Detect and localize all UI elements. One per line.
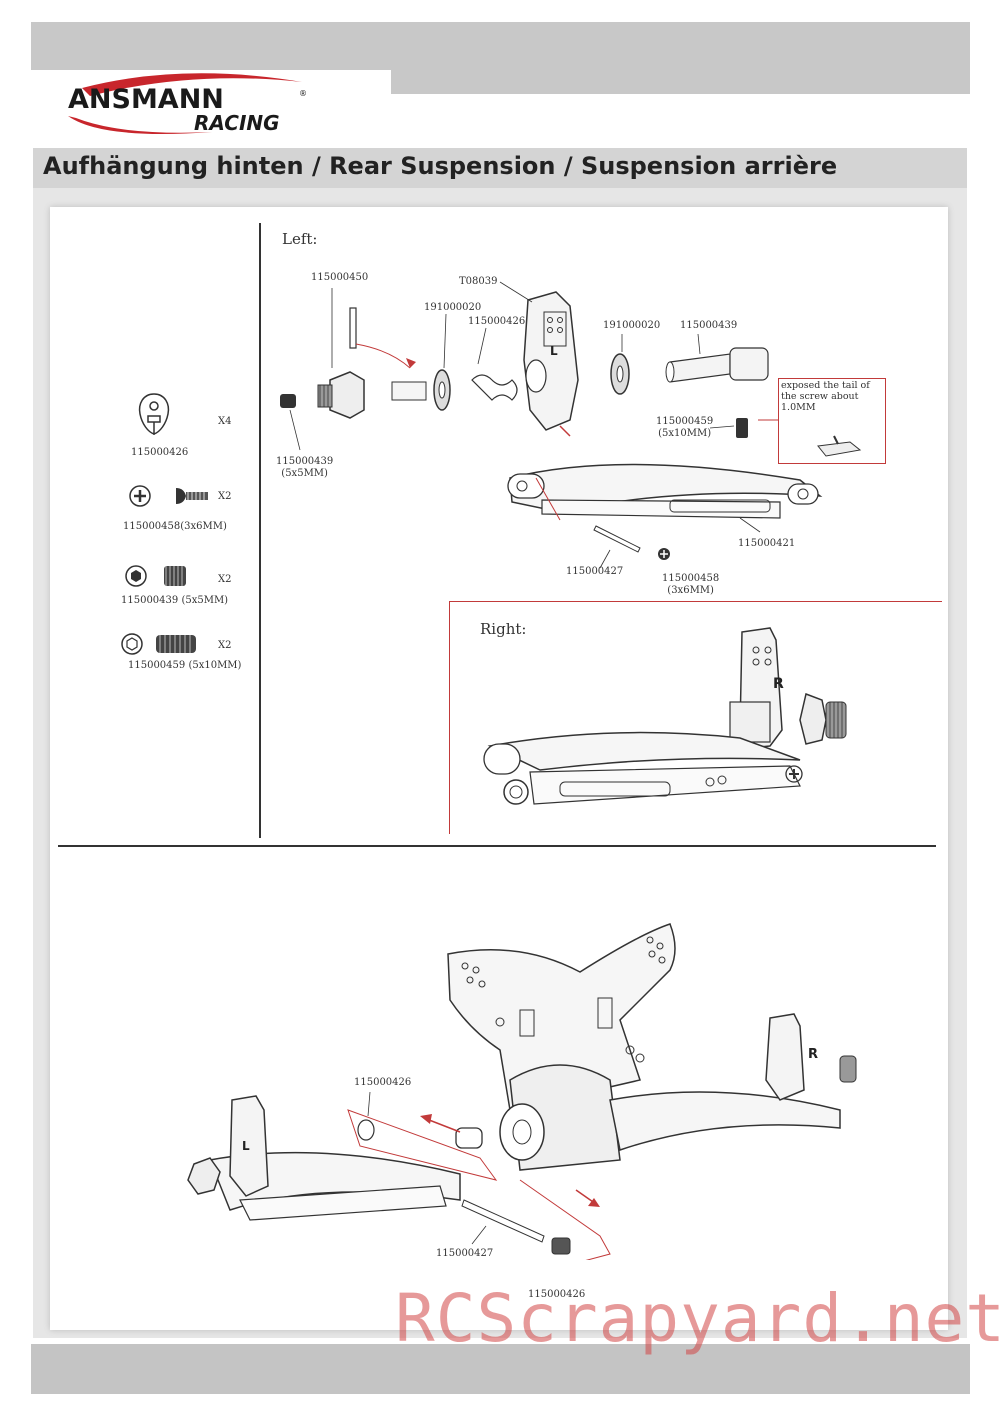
label-bearing-left: 191000020 xyxy=(424,302,482,313)
parts-qty: X4 xyxy=(218,416,232,427)
bottom-mark-left: L xyxy=(242,1139,250,1153)
title-bar xyxy=(33,148,967,188)
label-setscrew-long-size: (5x10MM) xyxy=(658,427,712,439)
label-clip-bottom: 115000426 xyxy=(528,1289,586,1300)
label-setscrew-long-code: 115000459 xyxy=(656,416,714,427)
parts-code: 115000458(3x6MM) xyxy=(123,521,227,532)
bottom-mark-right: R xyxy=(808,1047,818,1062)
label-setscrew-long: 115000459 (5x10MM) xyxy=(656,416,713,439)
label-screw: 115000458 (3x6MM) xyxy=(662,573,719,596)
label-screw-code: 115000458 xyxy=(662,573,720,584)
parts-code: 115000459 (5x10MM) xyxy=(128,660,242,671)
parts-code: 115000439 (5x5MM) xyxy=(121,595,229,606)
registered-mark: ® xyxy=(299,89,307,98)
screw-note-box xyxy=(778,378,886,464)
label-pin-top: 115000450 xyxy=(311,272,369,283)
label-screw-size: (3x6MM) xyxy=(667,584,714,596)
label-upright: T08039 xyxy=(459,276,498,287)
parts-qty: X2 xyxy=(218,574,232,585)
label-setscrew-small-code: 115000439 xyxy=(276,456,334,467)
label-hinge-pin: 115000427 xyxy=(566,566,624,577)
header-band-cutout xyxy=(31,70,391,140)
label-bearing-right: 191000020 xyxy=(603,320,661,331)
label-setscrew-small-size: (5x5MM) xyxy=(281,467,328,479)
label-clip-top: 115000426 xyxy=(354,1077,412,1088)
parts-code: 115000426 xyxy=(131,447,189,458)
left-diagram-heading: Left: xyxy=(282,230,318,248)
screw-note-text: exposed the tail of the screw about 1.0M… xyxy=(781,380,870,413)
page-title: Aufhängung hinten / Rear Suspension / Su… xyxy=(43,152,838,180)
section-divider xyxy=(58,845,936,847)
upright-mark-right: R xyxy=(773,676,784,692)
upright-mark-left: L xyxy=(550,344,558,358)
parts-divider xyxy=(259,223,261,838)
label-axle: 115000439 xyxy=(680,320,738,331)
parts-qty: X2 xyxy=(218,640,232,651)
watermark: RCScrapyard.net xyxy=(395,1280,1000,1357)
brand-main-text: ANSMANN xyxy=(68,84,224,115)
right-diagram-frame xyxy=(449,601,942,834)
right-diagram-heading: Right: xyxy=(480,620,527,638)
footer-band xyxy=(31,1344,970,1394)
parts-qty: X2 xyxy=(218,491,232,502)
label-clip: 115000426 xyxy=(468,316,526,327)
brand-logo: ANSMANN RACING ® xyxy=(62,66,312,146)
label-arm: 115000421 xyxy=(738,538,796,549)
label-setscrew-small: 115000439 (5x5MM) xyxy=(276,456,333,479)
label-hinge-pin-bottom: 115000427 xyxy=(436,1248,494,1259)
right-assembly-drawing: R xyxy=(470,620,870,820)
brand-sub-text: RACING xyxy=(194,111,280,135)
bottom-assembly-drawing: R L xyxy=(180,910,880,1260)
left-exploded-drawing: L xyxy=(260,250,950,600)
